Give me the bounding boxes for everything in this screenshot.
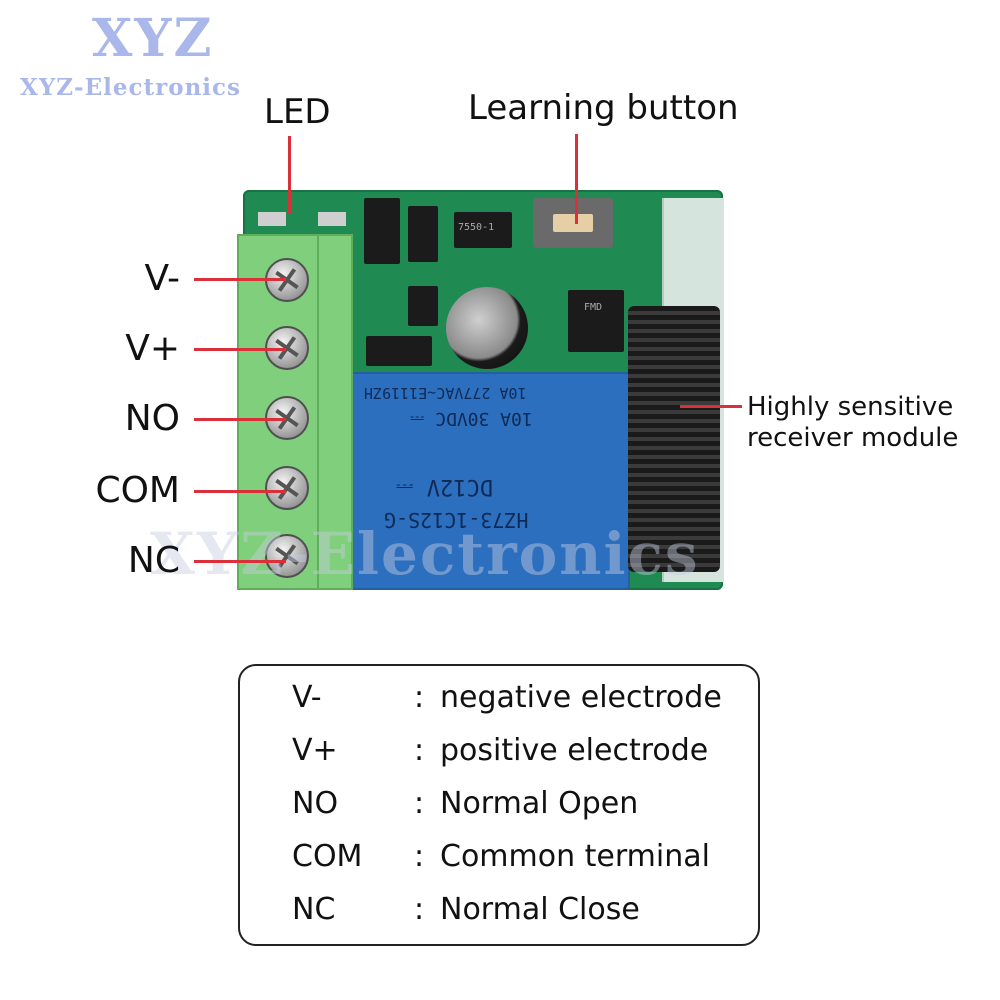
relay-rating-ac: 10A 277VAC~E1119ZH	[364, 384, 527, 402]
learning-button-cap	[553, 214, 593, 232]
brand-watermark: XYZ-Electronics	[150, 520, 700, 588]
legend-term: V-	[292, 680, 322, 715]
receiver-callout-line2: receiver module	[747, 423, 959, 453]
pin-lead-nc	[194, 560, 286, 563]
pin-lead-v-plus	[194, 348, 286, 351]
legend-separator: :	[414, 892, 425, 927]
relay-coil-voltage: DC12V ⎓	[396, 474, 494, 499]
regulator-chip: 7550-1	[454, 212, 512, 248]
smd-transistor	[408, 286, 438, 326]
relay-rating-dc: 10A 30VDC ⎓	[410, 408, 533, 429]
legend-description: positive electrode	[440, 733, 709, 768]
pin-label-no: NO	[124, 398, 180, 439]
brand-logo-text: XYZ-Electronics	[20, 74, 242, 101]
terminal-ridge	[317, 236, 319, 588]
receiver-callout-label: Highly sensitive receiver module	[747, 392, 958, 454]
receiver-callout-line1: Highly sensitive	[747, 392, 954, 422]
legend-term: NC	[292, 892, 336, 927]
pin-label-v-plus: V+	[125, 328, 180, 369]
led-pad	[258, 212, 286, 226]
learning-button-callout-label: Learning button	[468, 88, 739, 128]
pin-lead-no	[194, 418, 286, 421]
legend-separator: :	[414, 786, 425, 821]
legend-term: V+	[292, 733, 338, 768]
brand-logo-mark: XYZ	[92, 8, 214, 69]
legend-term: COM	[292, 839, 363, 874]
transistor-component	[408, 206, 438, 262]
legend-description: Normal Open	[440, 786, 639, 821]
legend-separator: :	[414, 680, 425, 715]
legend-description: negative electrode	[440, 680, 722, 715]
pin-lead-v-minus	[194, 278, 286, 281]
decoder-chip-label: FMD	[584, 302, 603, 313]
regulator-chip-label: 7550-1	[458, 222, 495, 233]
relay: 10A 277VAC~E1119ZH 10A 30VDC ⎓ DC12V ⎓ H…	[348, 372, 630, 590]
pin-label-nc: NC	[127, 540, 180, 581]
pin-label-com: COM	[95, 470, 180, 511]
led-callout-label: LED	[264, 92, 331, 132]
screw-com	[265, 466, 309, 510]
legend-description: Common terminal	[440, 839, 710, 874]
spring-antenna	[628, 306, 720, 572]
legend-term: NO	[292, 786, 339, 821]
led-callout-line	[288, 136, 291, 214]
legend-description: Normal Close	[440, 892, 640, 927]
resistor-pad	[318, 212, 346, 226]
decoder-chip: FMD	[568, 290, 624, 352]
pin-label-v-minus: V-	[144, 258, 180, 299]
electrolytic-capacitor	[446, 287, 528, 369]
legend-separator: :	[414, 839, 425, 874]
learning-button-callout-line	[575, 134, 578, 224]
smd-diode	[366, 336, 432, 366]
terminal-block	[237, 234, 353, 590]
screw-nc	[265, 534, 309, 578]
receiver-callout-line	[680, 405, 742, 408]
legend-separator: :	[414, 733, 425, 768]
pin-lead-com	[194, 490, 286, 493]
diode-component	[364, 198, 400, 264]
pin-legend-box: V- : negative electrode V+ : positive el…	[238, 664, 760, 946]
